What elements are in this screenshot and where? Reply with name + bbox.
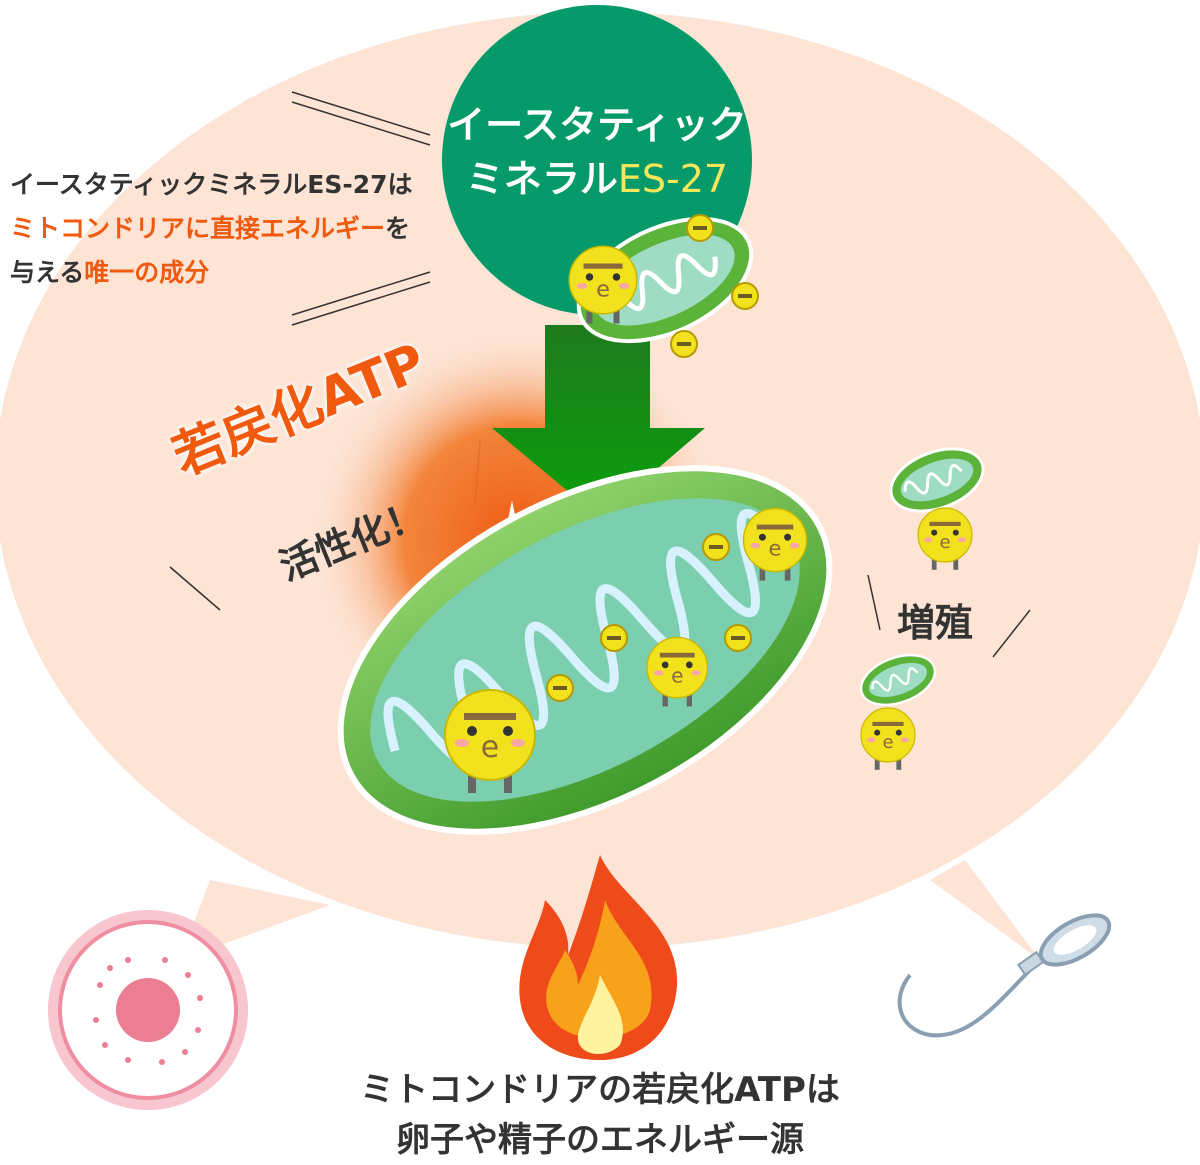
intro-line-2: ミトコンドリアに直接エネルギーを	[10, 207, 413, 251]
intro-line-2-rest: を	[385, 214, 411, 243]
intro-line-3-start: 与える	[10, 258, 85, 287]
intro-line-3: 与える唯一の成分	[10, 251, 413, 295]
product-code: ES-27	[617, 157, 729, 201]
proliferation-label: 増殖	[897, 601, 974, 645]
intro-line-1: イースタティックミネラルES-27は	[10, 170, 413, 199]
sperm-cell	[897, 913, 1112, 1038]
intro-highlight-1: ミトコンドリアに直接エネルギー	[10, 214, 386, 243]
product-title-line-2: ミネラルES-27	[442, 152, 752, 206]
intro-text: イースタティックミネラルES-27は ミトコンドリアに直接エネルギーを 与える唯…	[10, 163, 413, 295]
bottom-caption-line-2: 卵子や精子のエネルギー源	[396, 1120, 804, 1160]
egg-cell	[48, 910, 248, 1110]
bottom-caption-line-1: ミトコンドリアの若戻化ATPは	[360, 1070, 840, 1110]
product-title-line-1: イースタティック	[447, 103, 747, 147]
product-name: ミネラル	[465, 157, 618, 201]
small-mitochondrion	[576, 216, 754, 344]
bottom-caption: ミトコンドリアの若戻化ATPは 卵子や精子のエネルギー源	[300, 1065, 900, 1165]
decorative-lines	[169, 91, 1031, 658]
intro-highlight-2: 唯一の成分	[84, 258, 210, 287]
product-title: イースタティック ミネラルES-27	[442, 98, 752, 206]
flame-icon	[519, 855, 678, 1060]
